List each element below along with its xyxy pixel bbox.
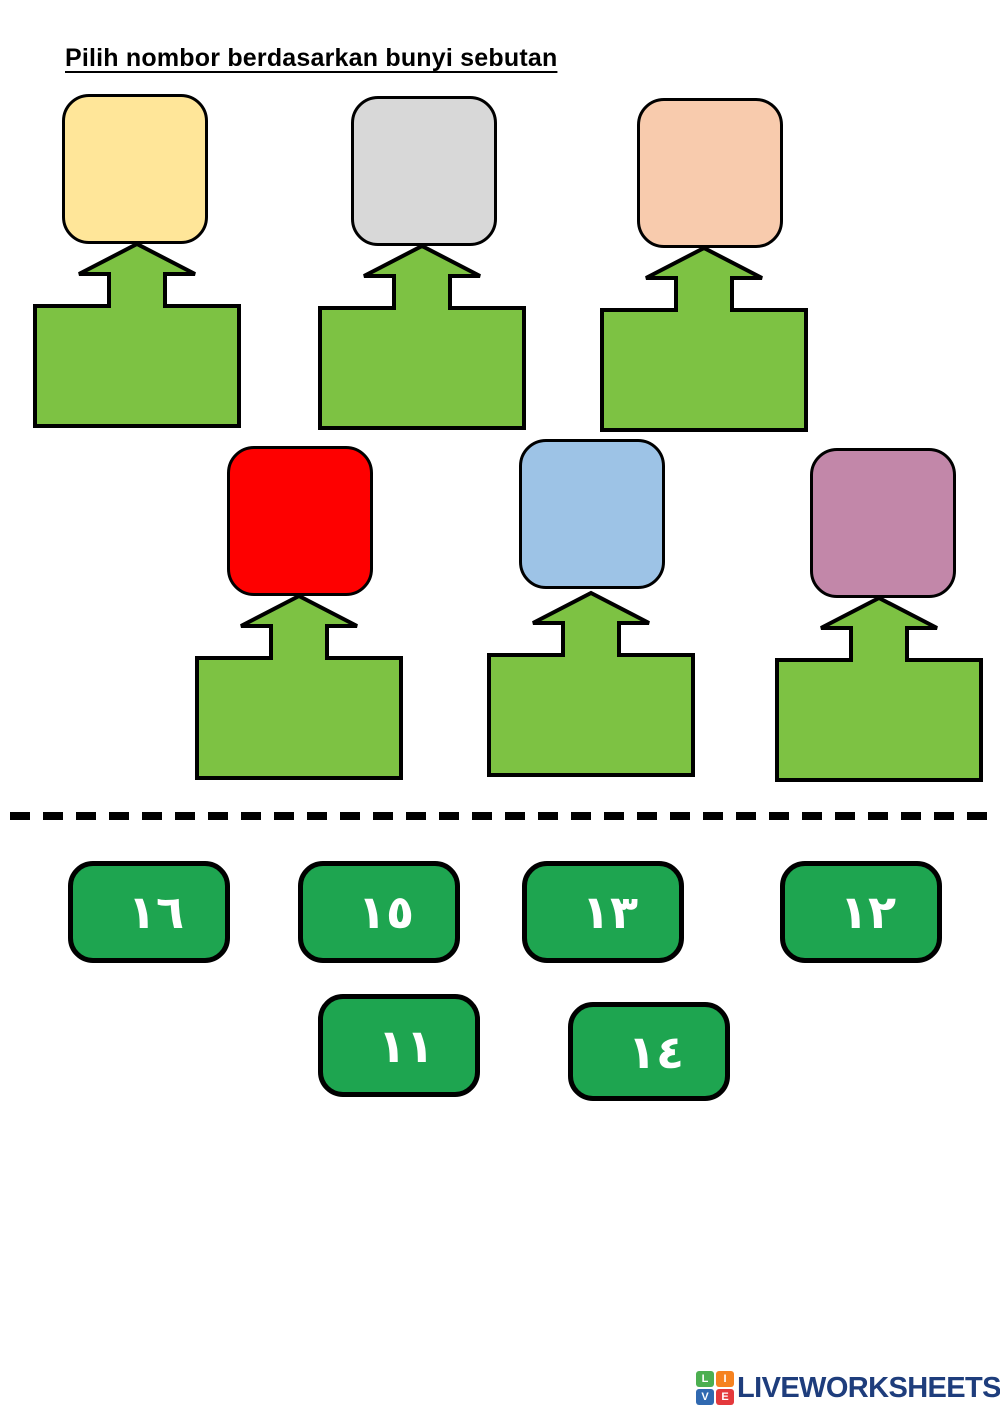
answer-button-15[interactable]: ١٥ xyxy=(298,861,460,963)
arrow-box-shape xyxy=(775,595,983,782)
target-square-yellow[interactable] xyxy=(62,94,208,244)
answer-button-16[interactable]: ١٦ xyxy=(68,861,230,963)
page-title: Pilih nombor berdasarkan bunyi sebutan xyxy=(65,44,558,72)
drop-zone-peach[interactable] xyxy=(600,245,808,432)
drop-zone-purple[interactable] xyxy=(775,595,983,782)
arrow-box-shape xyxy=(318,243,526,430)
logo-cell-i: I xyxy=(716,1371,734,1387)
drop-zone-gray[interactable] xyxy=(318,243,526,430)
answer-button-11[interactable]: ١١ xyxy=(318,994,480,1097)
drop-zone-blue[interactable] xyxy=(487,590,695,777)
arrow-box-shape xyxy=(195,593,403,780)
arrow-box-shape xyxy=(33,241,241,428)
arrow-box-shape xyxy=(600,245,808,432)
answer-button-14[interactable]: ١٤ xyxy=(568,1002,730,1101)
dashed-divider xyxy=(10,812,990,820)
answer-button-12[interactable]: ١٢ xyxy=(780,861,942,963)
target-square-purple[interactable] xyxy=(810,448,956,598)
answer-button-13[interactable]: ١٣ xyxy=(522,861,684,963)
drop-zone-yellow[interactable] xyxy=(33,241,241,428)
logo-cell-e: E xyxy=(716,1389,734,1405)
liveworksheets-icon: L I V E xyxy=(696,1371,734,1405)
logo-cell-v: V xyxy=(696,1389,714,1405)
liveworksheets-logo[interactable]: L I V E LIVEWORKSHEETS xyxy=(696,1371,1000,1405)
drop-zone-red[interactable] xyxy=(195,593,403,780)
liveworksheets-wordmark: LIVEWORKSHEETS xyxy=(737,1371,1000,1404)
target-square-gray[interactable] xyxy=(351,96,497,246)
logo-cell-l: L xyxy=(696,1371,714,1387)
target-square-blue[interactable] xyxy=(519,439,665,589)
arrow-box-shape xyxy=(487,590,695,777)
target-square-red[interactable] xyxy=(227,446,373,596)
target-square-peach[interactable] xyxy=(637,98,783,248)
